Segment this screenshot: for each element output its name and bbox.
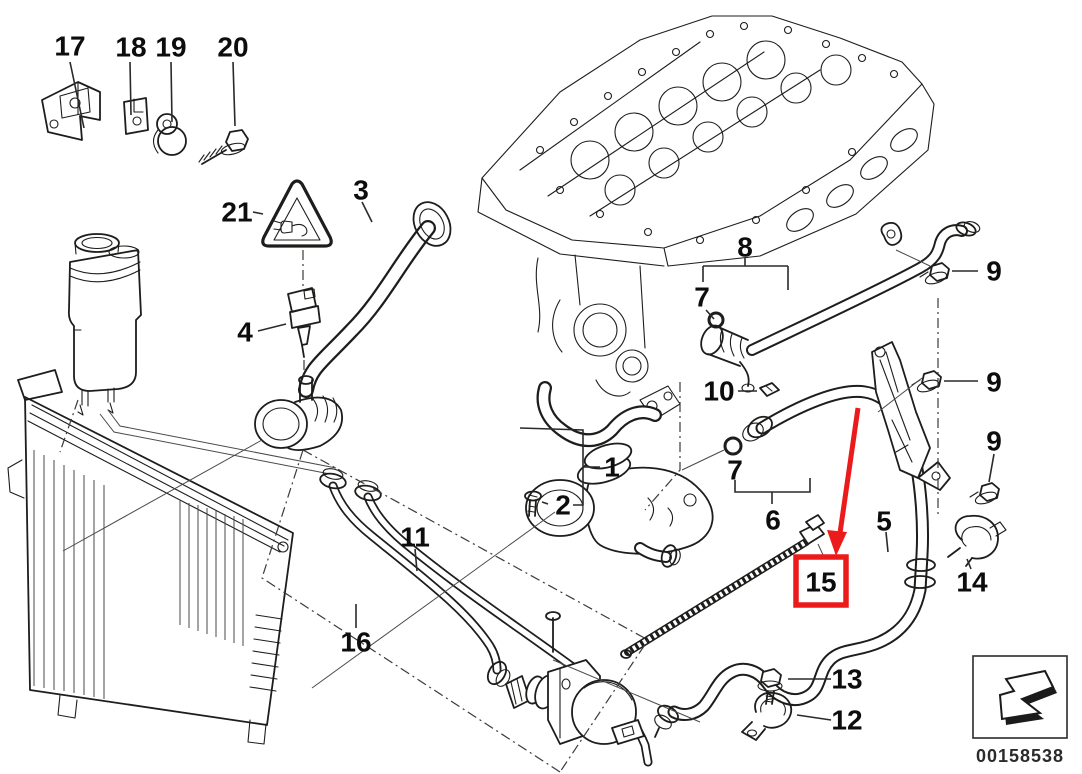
bolt-13-drawing xyxy=(757,668,783,705)
stamp-box: 00158538 xyxy=(972,655,1068,766)
water-valve-drawing xyxy=(505,611,645,745)
callout-13[interactable]: 13 xyxy=(831,664,862,695)
warning-triangle-drawing xyxy=(261,179,333,248)
callout-21[interactable]: 21 xyxy=(221,197,252,228)
callout-7b[interactable]: 7 xyxy=(727,455,743,486)
dash-dot-boundaries xyxy=(59,250,939,773)
callout-17[interactable]: 17 xyxy=(54,31,85,62)
bolt-9a-drawing xyxy=(919,262,950,285)
head-bolts xyxy=(535,21,899,245)
screw-2-drawing xyxy=(524,490,542,517)
engine-cylinder-head-drawing xyxy=(477,15,935,421)
callout-12[interactable]: 12 xyxy=(831,705,862,736)
callout-5[interactable]: 5 xyxy=(876,506,892,537)
hose-8-drawing xyxy=(700,221,981,393)
highlight-box-part-15[interactable] xyxy=(793,554,849,608)
callout-6[interactable]: 6 xyxy=(765,505,781,536)
callout-1[interactable]: 1 xyxy=(604,452,620,483)
corner-arrow-icon xyxy=(998,669,1057,725)
temperature-sensor-drawing xyxy=(287,287,321,358)
electrical-plug-icon xyxy=(273,220,308,237)
callout-11[interactable]: 11 xyxy=(400,522,430,553)
callout-8[interactable]: 8 xyxy=(737,232,753,263)
screw-20-drawing xyxy=(198,129,249,165)
callout-9a[interactable]: 9 xyxy=(986,256,1002,287)
callout-10[interactable]: 10 xyxy=(703,376,734,407)
callout-4[interactable]: 4 xyxy=(237,317,253,348)
expansion-tank-drawing xyxy=(67,233,337,475)
highlight-arrow xyxy=(827,407,861,556)
holder-19-drawing xyxy=(152,113,187,156)
bracket-17-drawing xyxy=(41,81,101,141)
image-number: 00158538 xyxy=(976,746,1064,766)
callout-2[interactable]: 2 xyxy=(555,490,571,521)
callout-7a[interactable]: 7 xyxy=(694,282,710,313)
bolt-9b-drawing xyxy=(911,370,942,393)
callout-18[interactable]: 18 xyxy=(115,32,146,63)
clip-18-drawing xyxy=(123,97,149,135)
callout-leaders xyxy=(69,61,995,721)
callout-20[interactable]: 20 xyxy=(217,32,248,63)
callout-3[interactable]: 3 xyxy=(353,175,369,206)
mounting-bracket-drawing xyxy=(871,341,951,491)
cable-strap-15-drawing xyxy=(620,514,825,659)
hose-3-drawing xyxy=(298,201,452,398)
clamp-12-drawing xyxy=(741,691,793,741)
thermostat-fitting-drawing xyxy=(254,375,343,451)
clip-10-drawing xyxy=(759,382,780,397)
hose-1-drawing xyxy=(525,381,714,568)
callout-15[interactable]: 15 xyxy=(805,567,836,598)
callout-16[interactable]: 16 xyxy=(340,627,371,658)
hose-clip-14-drawing xyxy=(947,514,1007,567)
highlight-layer xyxy=(793,554,849,608)
callout-9b[interactable]: 9 xyxy=(986,367,1002,398)
callout-9c[interactable]: 9 xyxy=(986,426,1002,457)
callout-14[interactable]: 14 xyxy=(956,567,988,598)
leader-lines xyxy=(62,249,931,723)
callout-19[interactable]: 19 xyxy=(155,32,186,63)
bolt-9c-drawing xyxy=(969,482,1000,505)
radiator-drawing xyxy=(7,369,294,745)
